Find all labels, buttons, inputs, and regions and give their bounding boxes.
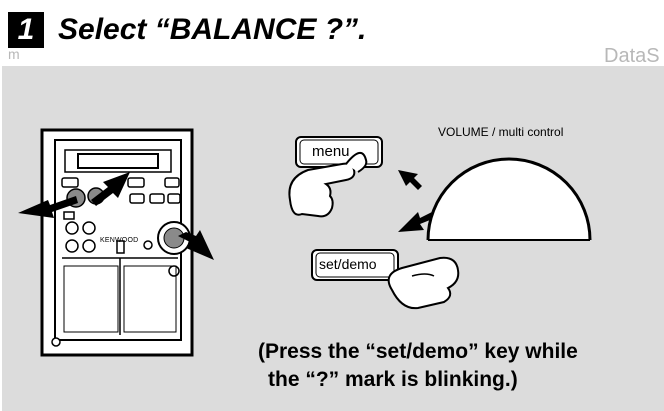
menu-button-label: menu: [312, 143, 350, 160]
watermark-left: m: [8, 46, 20, 62]
instruction-note: (Press the “set/demo” key while the “?” …: [258, 338, 578, 394]
step-heading: 1 Select “BALANCE ?”.: [8, 8, 366, 52]
watermark-right: DataS: [604, 45, 660, 67]
volume-dial-icon: [426, 157, 592, 241]
set-demo-button-label: set/demo: [319, 256, 377, 272]
note-line-2: the “?” mark is blinking.): [268, 368, 518, 391]
step-title: Select “BALANCE ?”.: [58, 13, 367, 46]
note-line-1: (Press the “set/demo” key while: [258, 340, 578, 363]
step-number-badge: 1: [8, 12, 44, 48]
volume-control-label: VOLUME / multi control: [438, 125, 564, 139]
device-brand-label: KENWOOD: [100, 237, 139, 244]
pointing-hand-icon: [288, 162, 356, 218]
